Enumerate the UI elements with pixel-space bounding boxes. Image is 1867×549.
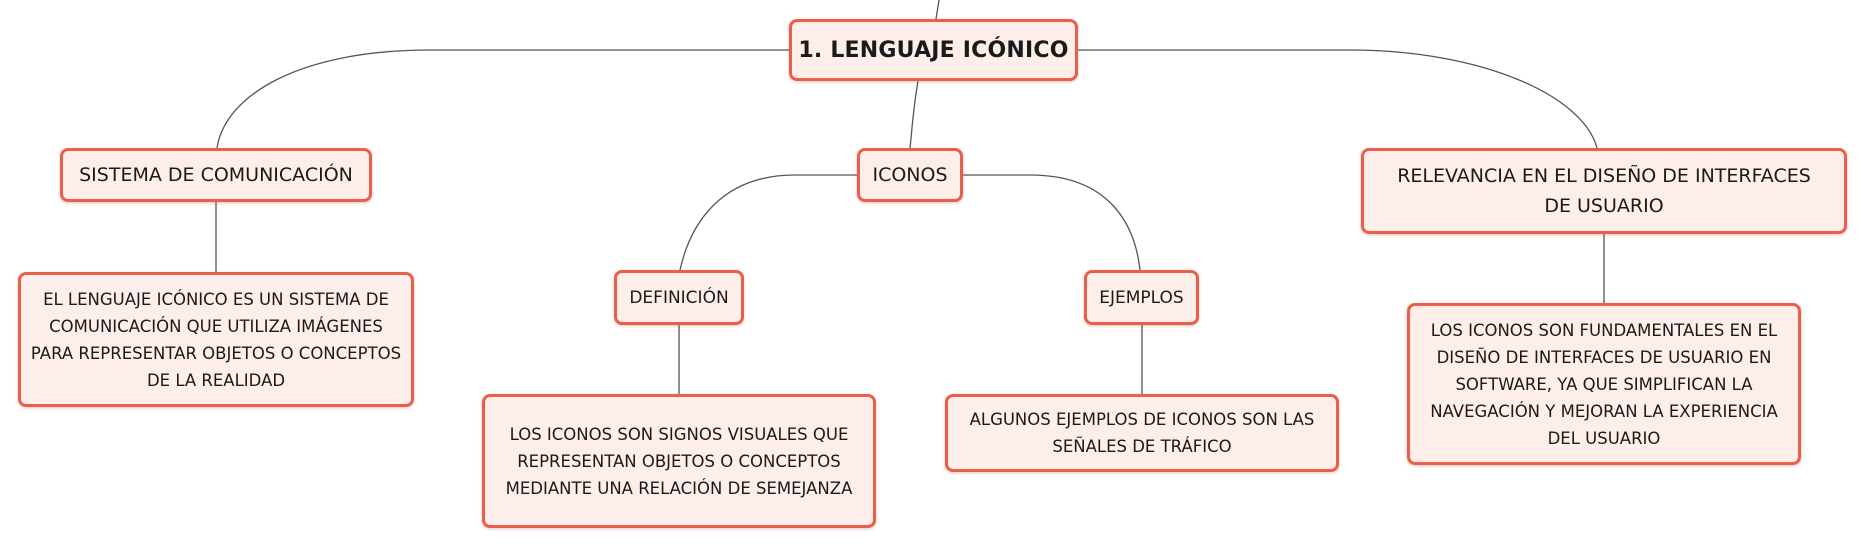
connector-parent-to-root (935, 0, 940, 20)
detail-ejemplos-text: ALGUNOS EJEMPLOS DE ICONOS SON LAS SEÑAL… (969, 410, 1315, 456)
root-topic-node[interactable]: 1. LENGUAJE ICÓNICO (789, 19, 1078, 81)
topic-iconos-label: ICONOS (872, 164, 948, 186)
subtopic-definicion-label: DEFINICIÓN (629, 287, 729, 308)
detail-relevancia-text: LOS ICONOS SON FUNDAMENTALES EN EL DISEÑ… (1430, 320, 1778, 448)
detail-relevancia[interactable]: LOS ICONOS SON FUNDAMENTALES EN EL DISEÑ… (1407, 303, 1801, 465)
subtopic-definicion[interactable]: DEFINICIÓN (614, 270, 744, 325)
detail-definicion[interactable]: LOS ICONOS SON SIGNOS VISUALES QUE REPRE… (482, 394, 876, 528)
topic-iconos[interactable]: ICONOS (857, 148, 963, 202)
connector-iconos-to-definicion (679, 174, 857, 271)
topic-relevancia-label: RELEVANCIA EN EL DISEÑO DE INTERFACES DE… (1397, 165, 1811, 217)
connector-iconos-to-ejemplos (963, 174, 1141, 271)
subtopic-ejemplos[interactable]: EJEMPLOS (1084, 270, 1199, 325)
topic-relevancia[interactable]: RELEVANCIA EN EL DISEÑO DE INTERFACES DE… (1361, 148, 1847, 234)
subtopic-ejemplos-label: EJEMPLOS (1099, 287, 1184, 308)
detail-ejemplos[interactable]: ALGUNOS EJEMPLOS DE ICONOS SON LAS SEÑAL… (945, 394, 1339, 472)
detail-sistema-de-comunicacion[interactable]: EL LENGUAJE ICÓNICO ES UN SISTEMA DE COM… (18, 272, 414, 407)
detail-definicion-text: LOS ICONOS SON SIGNOS VISUALES QUE REPRE… (505, 424, 853, 498)
topic-sistema-label: SISTEMA DE COMUNICACIÓN (79, 164, 353, 186)
connector-root-to-iconos (909, 80, 919, 149)
connector-root-to-sistema (216, 49, 789, 149)
topic-sistema-de-comunicacion[interactable]: SISTEMA DE COMUNICACIÓN (60, 148, 372, 202)
detail-sistema-text: EL LENGUAJE ICÓNICO ES UN SISTEMA DE COM… (30, 289, 402, 390)
connector-root-to-relevancia (1078, 49, 1598, 149)
root-topic-label: 1. LENGUAJE ICÓNICO (798, 37, 1069, 63)
